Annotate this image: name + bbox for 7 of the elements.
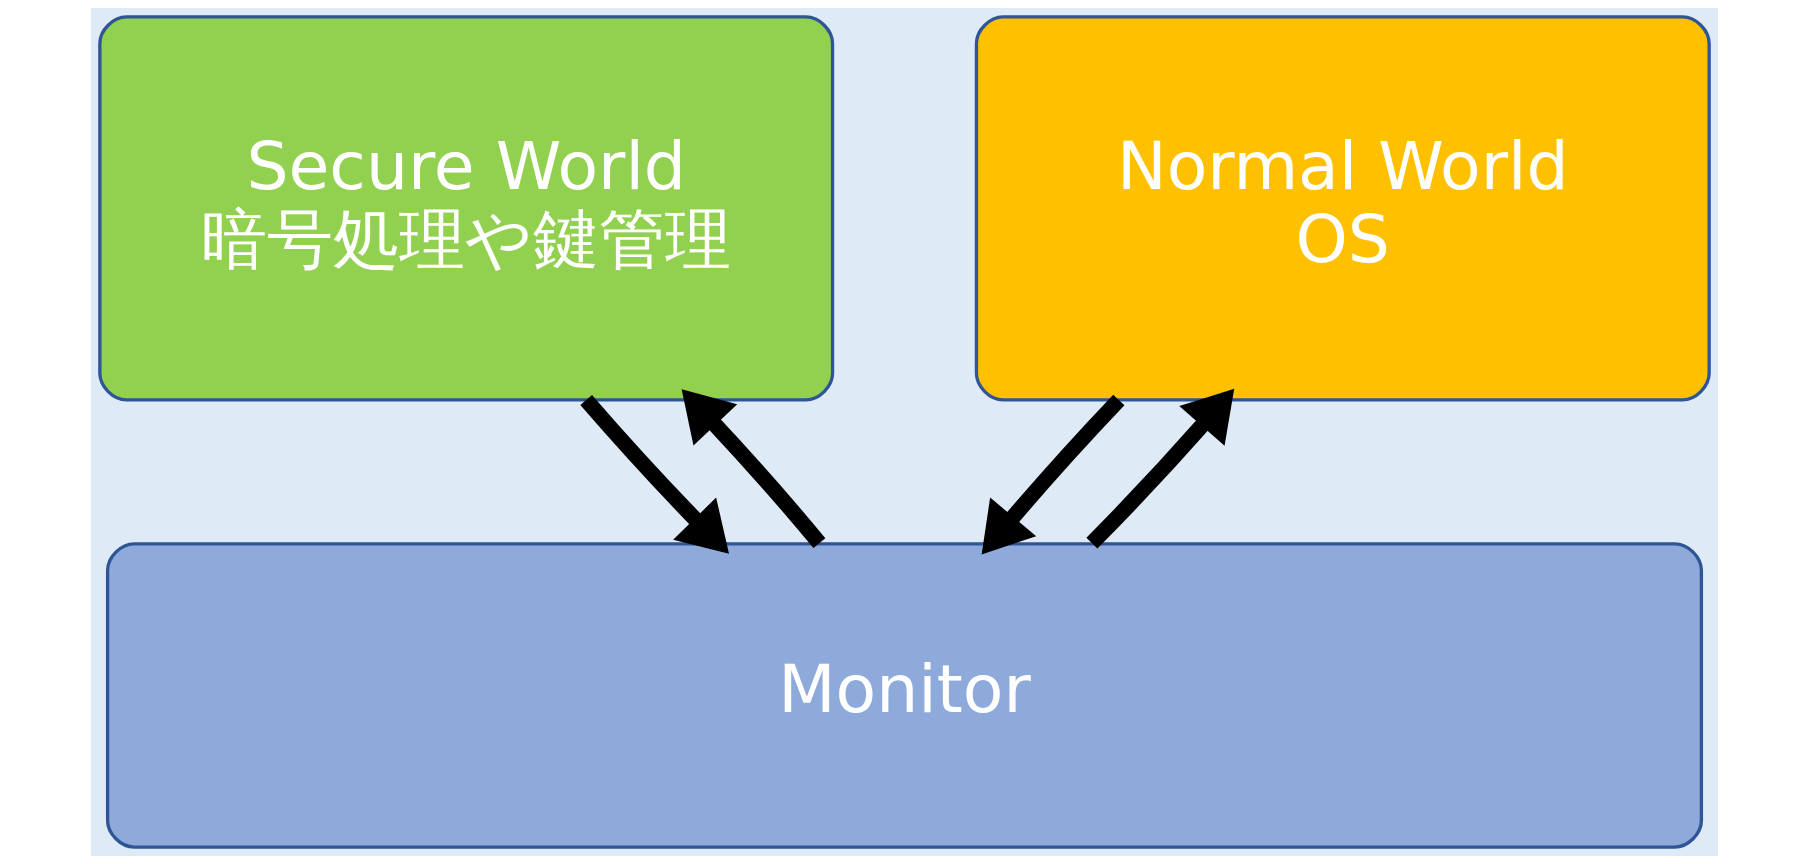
arrow — [681, 389, 825, 549]
arrow — [579, 394, 729, 554]
arrow — [981, 394, 1124, 555]
node-box: Monitor — [105, 542, 1703, 849]
node-box: Normal World OS — [974, 15, 1711, 402]
node-box: Secure World 暗号処理や鍵管理 — [97, 15, 834, 402]
arrow — [1085, 388, 1234, 549]
